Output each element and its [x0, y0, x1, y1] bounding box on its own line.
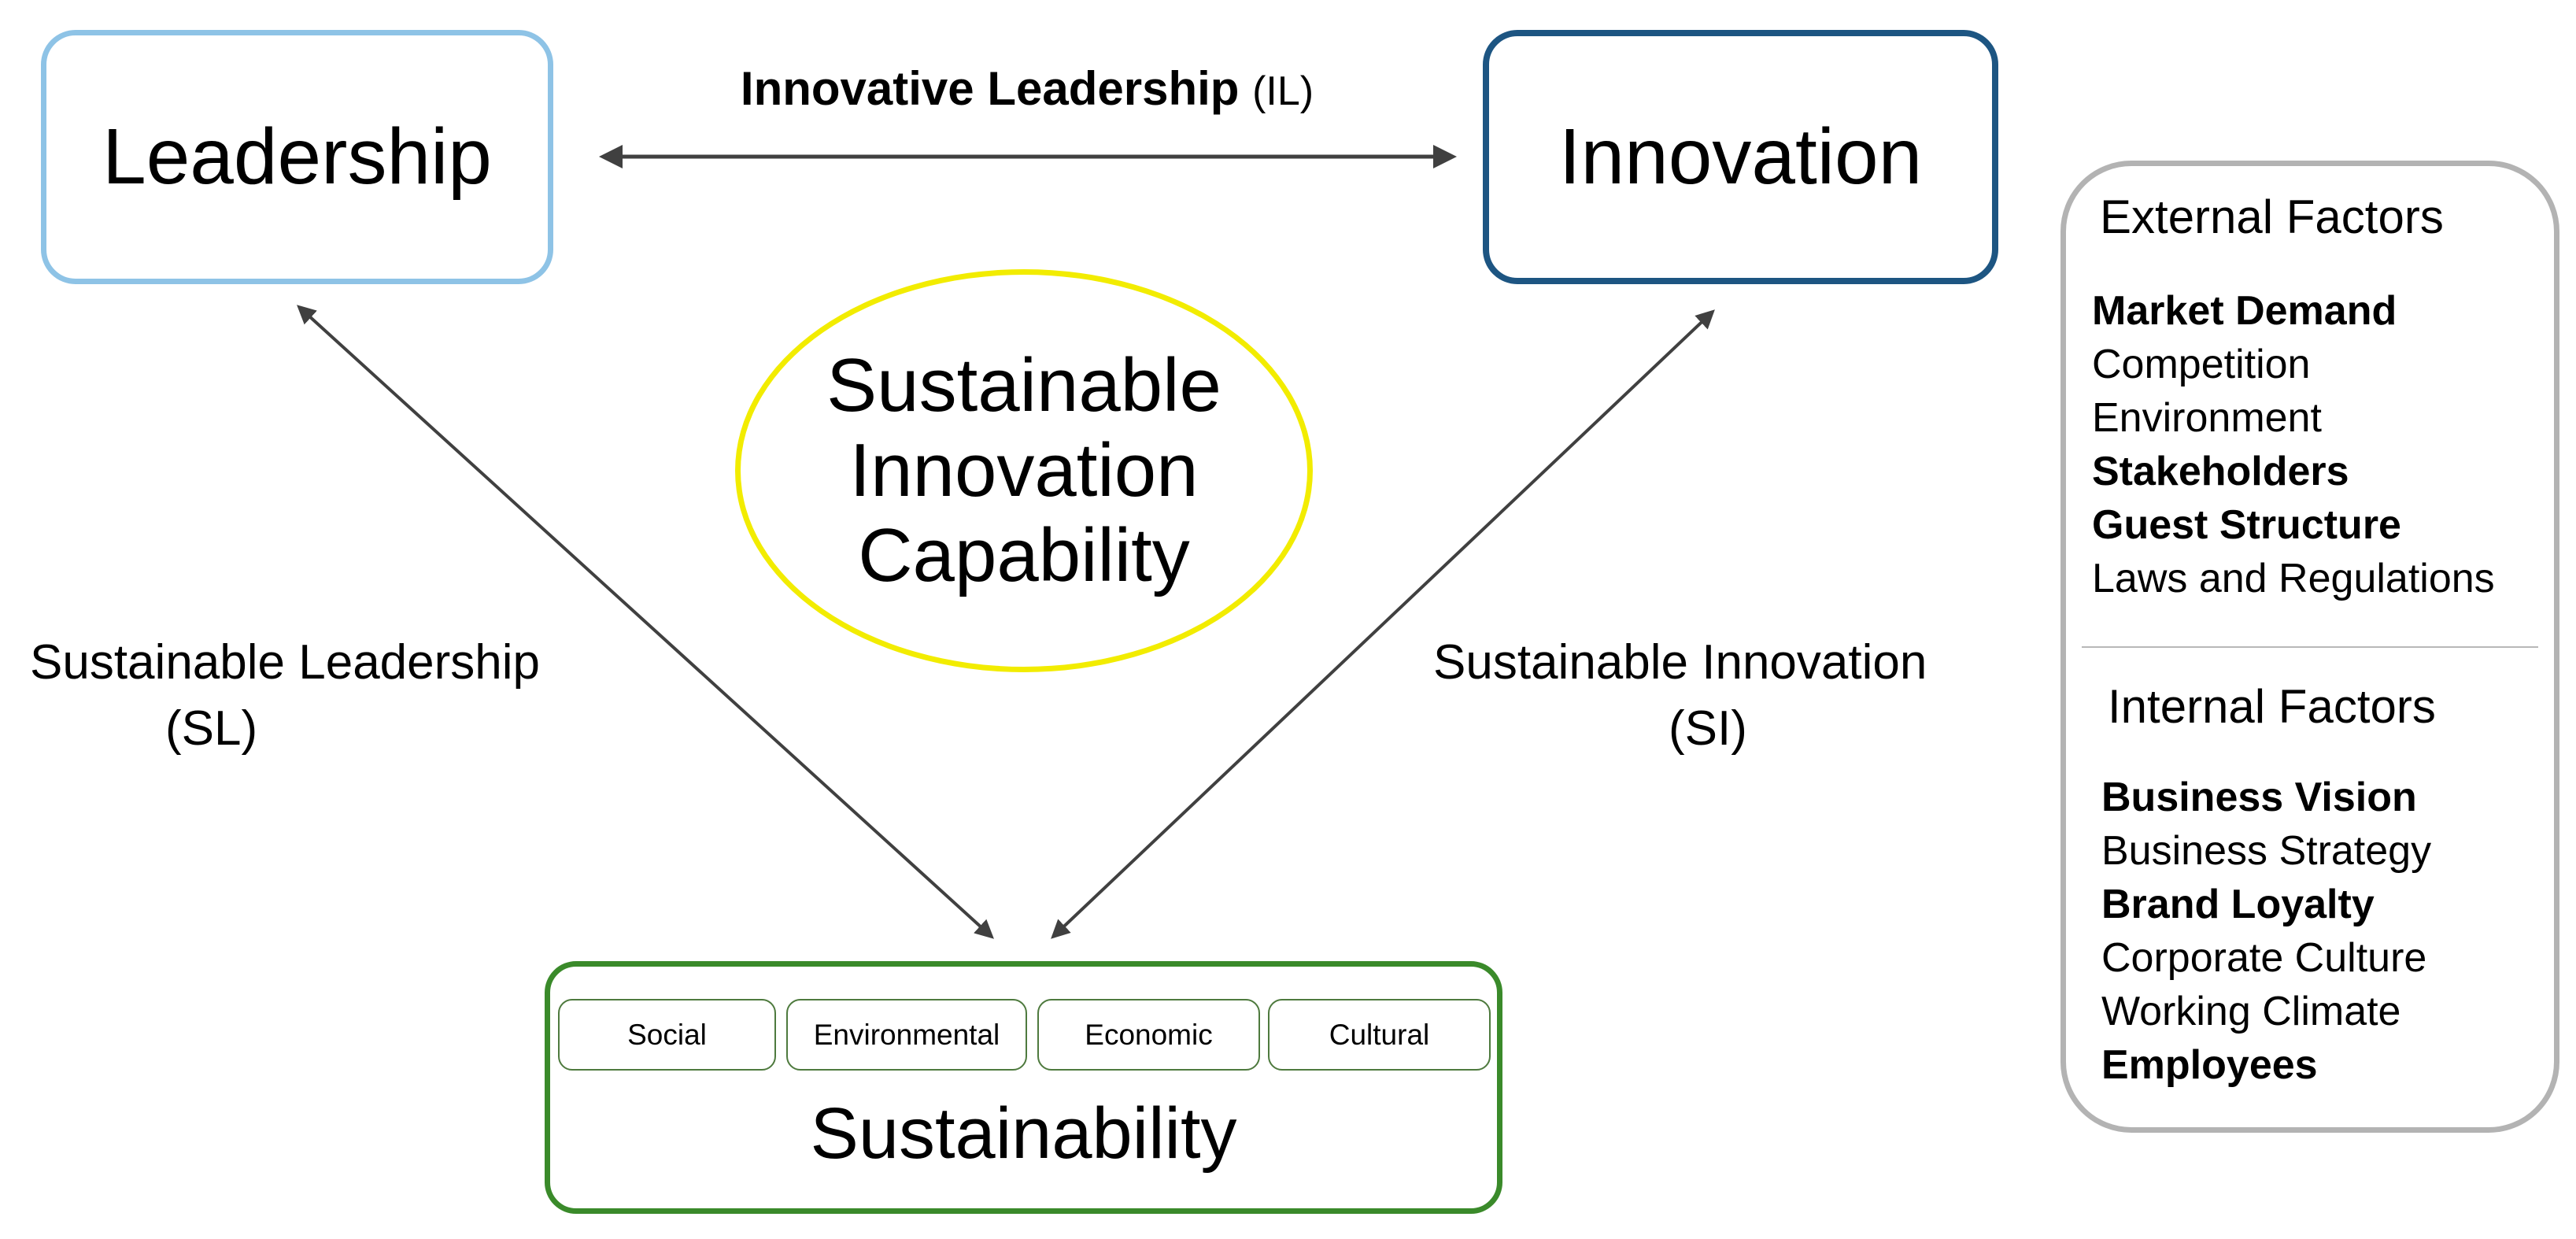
internal-factor-item: Business Strategy: [2101, 828, 2432, 874]
sustainability-node: Social Environmental Economic Cultural S…: [545, 961, 1502, 1214]
si-arrow: [1051, 309, 1715, 939]
factors-panel: External Factors Market Demand Competiti…: [2060, 161, 2559, 1133]
sustainability-title: Sustainability: [810, 1093, 1237, 1174]
il-abbr: (IL): [1252, 68, 1314, 114]
sustainable-innovation-capability-node: Sustainable Innovation Capability: [735, 269, 1313, 672]
dimension-label: Social: [627, 1018, 707, 1051]
internal-factor-item: Business Vision: [2101, 775, 2417, 820]
external-factor-item: Competition: [2092, 342, 2311, 387]
external-factor-item: Laws and Regulations: [2092, 556, 2495, 601]
internal-factor-item: Employees: [2101, 1042, 2318, 1088]
sustainable-leadership-abbr: (SL): [165, 701, 258, 756]
internal-factor-item: Working Climate: [2101, 989, 2401, 1034]
innovation-label: Innovation: [1558, 113, 1923, 201]
sustainable-innovation-label: Sustainable Innovation: [1433, 635, 1927, 690]
dimension-label: Cultural: [1329, 1018, 1430, 1051]
external-factor-item: Guest Structure: [2092, 502, 2401, 548]
dimension-label: Economic: [1085, 1018, 1213, 1051]
internal-factor-item: Brand Loyalty: [2101, 882, 2375, 927]
external-factor-item: Market Demand: [2092, 288, 2397, 334]
capability-line-3: Capability: [858, 513, 1190, 597]
dimension-cultural: Cultural: [1268, 999, 1491, 1071]
dimension-label: Environmental: [813, 1018, 1000, 1051]
external-factor-item: Environment: [2092, 395, 2322, 441]
dimension-environmental: Environmental: [786, 999, 1027, 1071]
external-factors-heading: External Factors: [2100, 190, 2444, 243]
innovative-leadership-label: Innovative Leadership (IL): [598, 61, 1456, 116]
dimension-social: Social: [558, 999, 776, 1071]
dimension-economic: Economic: [1037, 999, 1260, 1071]
sustainable-innovation-abbr: (SI): [1669, 701, 1747, 756]
capability-line-2: Innovation: [849, 428, 1199, 512]
internal-factor-item: Corporate Culture: [2101, 935, 2427, 981]
sustainable-leadership-label: Sustainable Leadership: [30, 635, 541, 690]
external-factor-item: Stakeholders: [2092, 449, 2349, 494]
sl-arrow: [297, 305, 994, 939]
panel-divider: [2082, 646, 2538, 648]
leadership-node: Leadership: [41, 30, 553, 284]
leadership-label: Leadership: [102, 113, 492, 201]
innovation-node: Innovation: [1483, 30, 1998, 284]
capability-line-1: Sustainable: [826, 343, 1221, 427]
il-text: Innovative Leadership: [740, 62, 1240, 115]
internal-factors-heading: Internal Factors: [2108, 680, 2436, 733]
